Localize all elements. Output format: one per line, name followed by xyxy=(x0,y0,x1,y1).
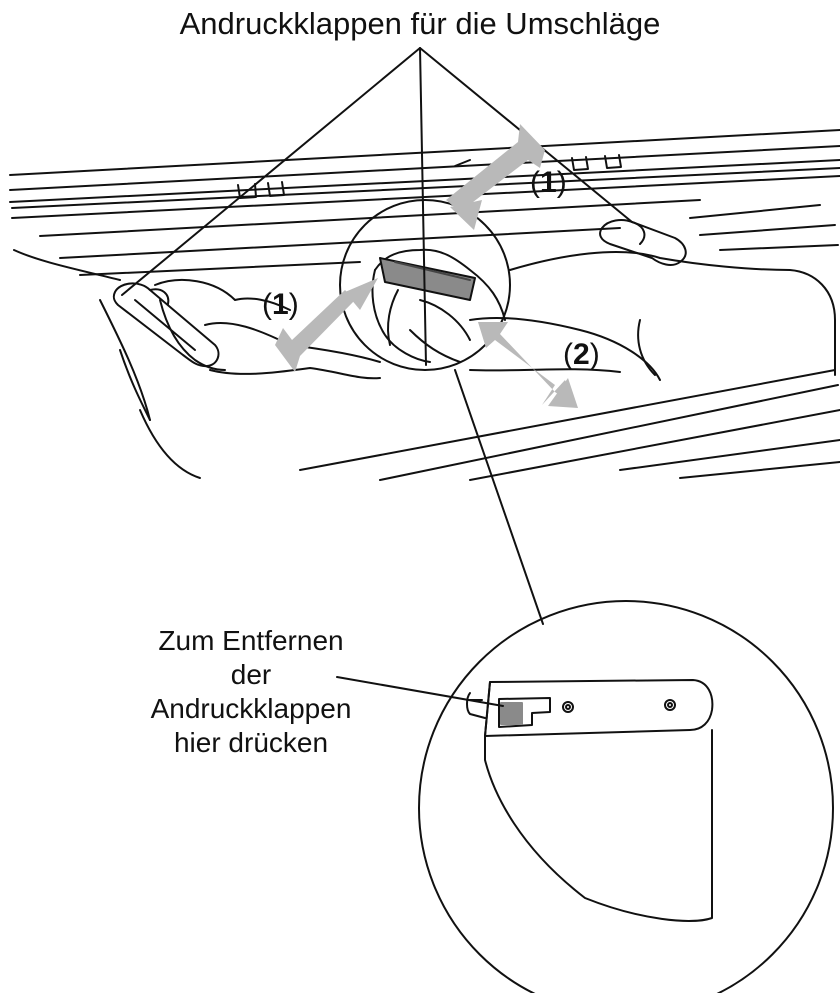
right-hand xyxy=(469,251,836,381)
detail-magnifier-circle xyxy=(418,600,834,993)
detail-flap-part xyxy=(466,679,714,922)
instruction-line: hier drücken xyxy=(173,727,329,758)
release-button-icon xyxy=(498,697,551,728)
diagram-title: Andruckklappen für die Umschläge xyxy=(179,6,661,41)
arrow-2 xyxy=(478,322,575,406)
zoom-connector-line xyxy=(454,369,544,625)
instruction-line: Andruckklappen xyxy=(150,693,352,724)
removal-instruction: Zum Entfernen der Andruckklappen hier dr… xyxy=(126,624,376,760)
left-envelope-flap xyxy=(112,282,220,368)
arrow-2-head xyxy=(548,378,578,408)
instruction-leader-line xyxy=(336,676,504,707)
arrow-1-left-head xyxy=(345,278,378,310)
callout-number: 2 xyxy=(573,338,590,371)
callout-number: 1 xyxy=(272,288,289,321)
arrow-1-top xyxy=(446,124,545,212)
arrow-1-top-head xyxy=(450,200,482,230)
arrow-1-left xyxy=(275,290,355,372)
callout-2: (2) xyxy=(563,338,600,371)
central-flap-tab xyxy=(379,257,476,301)
magnifier-circle xyxy=(339,199,511,371)
callout-1-top: (1) xyxy=(530,166,567,199)
callout-1-left: (1) xyxy=(262,288,299,321)
right-envelope-flap xyxy=(599,219,687,266)
callout-number: 1 xyxy=(540,166,557,199)
tray-lines xyxy=(119,349,840,481)
instruction-line: Zum Entfernen xyxy=(158,625,344,656)
printer-rails xyxy=(9,129,840,281)
instruction-line: der xyxy=(230,659,272,690)
